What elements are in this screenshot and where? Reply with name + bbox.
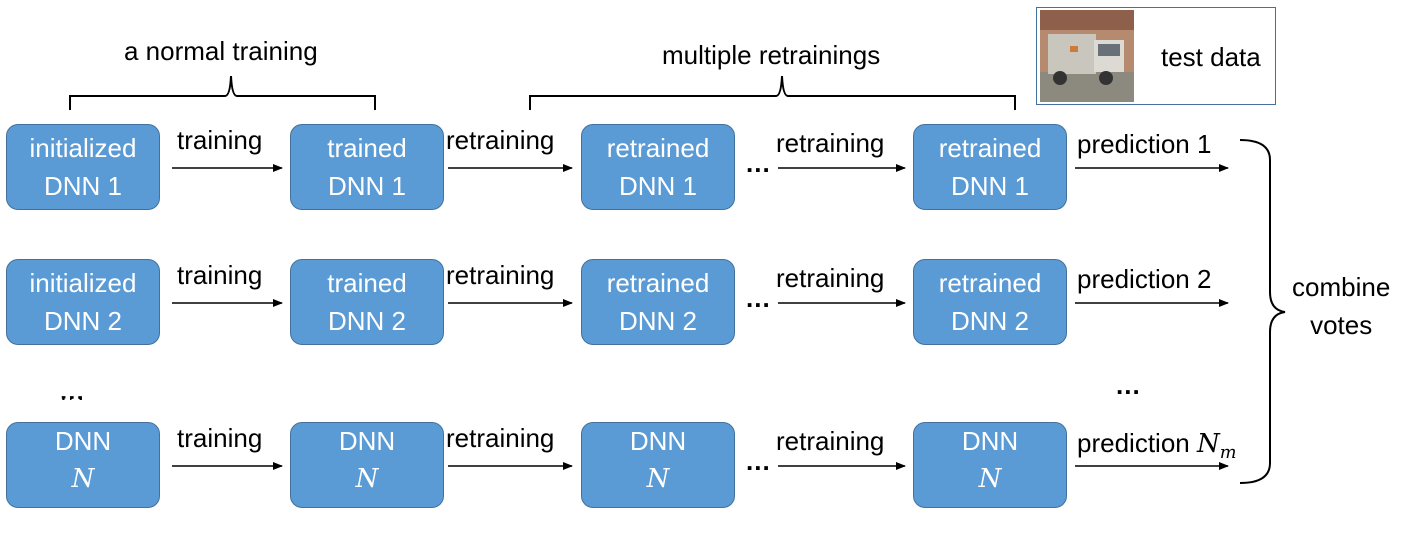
prediction-prefix: prediction <box>1077 428 1197 458</box>
ellipsis-vertical-right: ... <box>1116 370 1141 400</box>
math-base: N <box>1196 429 1220 459</box>
box-line-2: DNN 2 <box>950 306 1029 336</box>
bracket-multiple-retrainings <box>529 75 1016 110</box>
math-base: N <box>71 464 95 495</box>
label-prediction-nm: prediction Nm <box>1077 428 1236 468</box>
math-base: N <box>646 464 670 495</box>
test-data-label: test data <box>1161 42 1261 72</box>
box-line-2: DNN 2 <box>327 306 406 336</box>
label-prediction-2: prediction 2 <box>1077 264 1212 294</box>
ellipsis-row-1: ... <box>746 148 771 178</box>
label-training-2: training <box>177 260 263 290</box>
box-retrained-dnn-2a: retrained DNN 2 <box>581 259 735 345</box>
ellipsis-row-2: ... <box>746 283 771 313</box>
box-line-1: trained <box>327 388 407 419</box>
box-line-2: DNN 1 <box>618 171 697 201</box>
box-line-2: DNN 2 <box>618 306 697 336</box>
box-line-1: retrained <box>606 268 710 298</box>
box-trained-dnn-2: trained DNN 2 <box>290 259 444 345</box>
label-retraining-3b: retraining <box>776 426 885 456</box>
box-initialized-dnn-2: initialized DNN 2 <box>6 259 160 345</box>
box-trained-dnn-1: trained DNN 1 <box>290 124 444 210</box>
box-line-1: retrained <box>606 133 710 163</box>
box-line-1: trained <box>327 133 407 163</box>
box-line-1: initialized <box>29 268 137 298</box>
combine-votes-line-1: combine <box>1292 272 1391 302</box>
box-line-2: DNN 2 <box>43 306 122 336</box>
box-line-2-prefix: DNN <box>961 426 1019 457</box>
box-line-2: DNN 1 <box>950 171 1029 201</box>
test-data-panel: test data <box>1036 7 1276 105</box>
box-retrained-dnn-1a: retrained DNN 1 <box>581 124 735 210</box>
box-line-2: DNN 1 <box>43 171 122 201</box>
math-subscript: m <box>649 516 667 537</box>
label-retraining-1b: retraining <box>776 128 885 158</box>
box-line-1: retrained <box>938 268 1042 298</box>
label-retraining-1a: retraining <box>446 125 555 155</box>
multiple-retrainings-label: multiple retrainings <box>662 40 881 70</box>
box-line-1: initialized <box>29 133 137 163</box>
box-line-2: DNN 1 <box>327 171 406 201</box>
box-line-2-prefix: DNN <box>54 426 112 457</box>
label-retraining-2b: retraining <box>776 263 885 293</box>
brace-combine <box>1239 139 1286 484</box>
box-initialized-dnn-1: initialized DNN 1 <box>6 124 160 210</box>
combine-votes-line-2: votes <box>1310 310 1373 340</box>
math-subscript: m <box>358 516 376 537</box>
combine-votes-label: combine votes <box>1292 268 1390 344</box>
box-line-1: initialized <box>29 388 137 419</box>
normal-training-label: a normal training <box>124 36 318 66</box>
box-line-1: trained <box>327 268 407 298</box>
box-retrained-dnn-2b: retrained DNN 2 <box>913 259 1067 345</box>
box-line-2-prefix: DNN <box>338 426 396 457</box>
math-subscript: m <box>981 516 999 537</box>
box-line-2-prefix: DNN <box>629 426 687 457</box>
label-prediction-1: prediction 1 <box>1077 129 1212 159</box>
label-training-1: training <box>177 125 263 155</box>
math-subscript: m <box>74 516 92 537</box>
truck-photo-icon <box>1040 10 1134 102</box>
math-base: N <box>978 464 1002 495</box>
box-line-1: retrained <box>606 388 710 419</box>
ellipsis-vertical-left: ... <box>60 376 85 406</box>
ellipsis-row-3: ... <box>746 446 771 476</box>
box-retrained-dnn-1b: retrained DNN 1 <box>913 124 1067 210</box>
bracket-normal-training <box>69 75 376 110</box>
math-nm: Nm <box>1196 429 1237 463</box>
math-subscript: m <box>1219 443 1237 464</box>
label-retraining-2a: retraining <box>446 260 555 290</box>
math-base: N <box>355 464 379 495</box>
box-line-1: retrained <box>938 133 1042 163</box>
box-line-1: retrained <box>938 388 1042 419</box>
label-retraining-3a: retraining <box>446 423 555 453</box>
connector-layer <box>69 75 1286 484</box>
label-training-3: training <box>177 423 263 453</box>
